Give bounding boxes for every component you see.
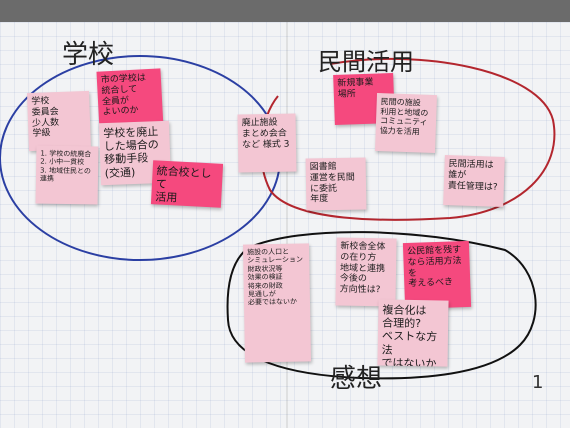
sticky-note: 統合校として 活用 (中学) xyxy=(150,160,224,208)
sticky-note: 複合化は 合理的? ベストな方法 ではないかも xyxy=(377,299,449,367)
sticky-note: 施設の人口と シミュレーション 財政状況等 効果の検証 将来の財政 見通しが 必… xyxy=(242,243,312,363)
sticky-note: 図書館 運営を民間 に委託 年度 xyxy=(305,157,367,211)
sticky-note: 学校 委員会 少人数 学級 xyxy=(27,90,91,152)
impressions-oval xyxy=(226,231,537,380)
paper-fold xyxy=(286,22,288,428)
impressions-section-title: 感想 xyxy=(330,364,383,394)
private-use-oval xyxy=(260,57,556,221)
handwritten-mark: 1 xyxy=(532,372,544,393)
grid-paper-sheet xyxy=(0,22,570,428)
sticky-note: 公民館を残す なら活用方法を 考えるべき xyxy=(402,240,472,310)
sticky-note: 1. 学校の統廃合 2. 小中一貫校 3. 地域住民との 連携 xyxy=(35,145,99,205)
sticky-note: 民間活用は 誰が 責任管理は? xyxy=(443,154,505,208)
sticky-note: 廃止施設 まとめ会合 など 様式 3 xyxy=(237,113,297,173)
private-use-section-title: 民間活用 xyxy=(318,48,414,76)
sticky-note: 新校舎全体 の在り方 地域と連携 今後の 方向性は? xyxy=(335,237,397,307)
school-section-title: 学校 xyxy=(62,40,115,70)
sticky-note: 民間の施設 利用と地域の コミュニティ 協力を活用 xyxy=(375,92,437,154)
